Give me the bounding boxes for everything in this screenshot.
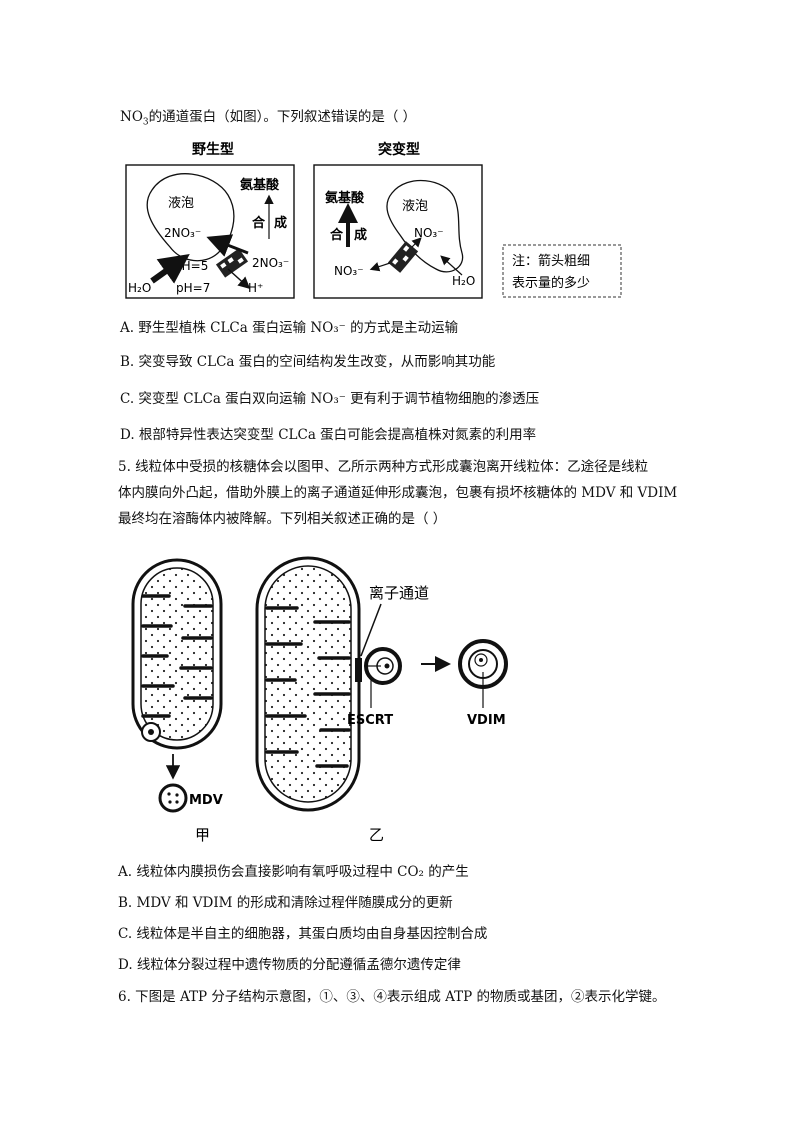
vdim-vesicle [458, 639, 508, 689]
svg-text:成: 成 [274, 215, 287, 231]
svg-text:pH=7: pH=7 [176, 281, 210, 295]
title-wild: 野生型 [192, 141, 234, 158]
svg-text:氨基酸: 氨基酸 [239, 177, 280, 193]
q4-transport-figure: 野生型 突变型 液泡 2NO₃⁻ pH=5 pH=7 H₂O 2NO₃⁻ H⁺ … [125, 141, 622, 299]
q5-option-d: D. 线粒体分裂过程中遗传物质的分配遵循孟德尔遗传定律 [118, 957, 461, 973]
q5-option-c: C. 线粒体是半自主的细胞器，其蛋白质均由自身基因控制合成 [118, 926, 488, 942]
svg-text:NO₃⁻: NO₃⁻ [334, 264, 364, 278]
q4-intro: NO3的通道蛋白（如图）。下列叙述错误的是（ ） [120, 109, 417, 128]
vdim-label: VDIM [467, 713, 506, 728]
q4-option-d: D. 根部特异性表达突变型 CLCa 蛋白可能会提高植株对氮素的利用率 [120, 427, 537, 443]
q5-mitochondria-figure: MDV 甲 离子通道 ESCRT VDIM 乙 [131, 556, 508, 844]
escrt-label: ESCRT [347, 713, 393, 728]
svg-text:2NO₃⁻: 2NO₃⁻ [252, 256, 289, 270]
q4-option-a: A. 野生型植株 CLCa 蛋白运输 NO₃⁻ 的方式是主动运输 [120, 320, 459, 336]
svg-text:表示量的多少: 表示量的多少 [512, 275, 590, 291]
svg-text:液泡: 液泡 [168, 196, 194, 211]
svg-text:合: 合 [330, 227, 344, 243]
q5-option-b: B. MDV 和 VDIM 的形成和清除过程伴随膜成分的更新 [118, 895, 453, 911]
wild-h2o-arrow [150, 254, 190, 284]
q5-option-a: A. 线粒体内膜损伤会直接影响有氧呼吸过程中 CO₂ 的产生 [118, 864, 469, 880]
mutant-vacuole [386, 179, 464, 273]
ion-channel [355, 658, 362, 682]
svg-text:2NO₃⁻: 2NO₃⁻ [164, 226, 201, 240]
svg-text:注：箭头粗细: 注：箭头粗细 [512, 253, 590, 269]
svg-text:氨基酸: 氨基酸 [324, 190, 365, 206]
svg-text:成: 成 [354, 227, 367, 243]
svg-text:H₂O: H₂O [452, 274, 475, 288]
wild-no3-arrow [206, 234, 249, 257]
mutant-no3-in-arrow [411, 237, 422, 248]
svg-text:NO₃⁻: NO₃⁻ [414, 226, 444, 240]
q6-stem: 6. 下图是 ATP 分子结构示意图，①、③、④表示组成 ATP 的物质或基团，… [118, 989, 666, 1005]
mitochondrion-yi [255, 556, 361, 812]
mutant-channel-protein [387, 241, 419, 273]
mdv-label: MDV [189, 793, 223, 808]
q4-option-b: B. 突变导致 CLCa 蛋白的空间结构发生改变，从而影响其功能 [120, 354, 496, 370]
wild-vacuole [146, 173, 235, 262]
svg-text:H₂O: H₂O [128, 281, 151, 295]
q5-stem: 5. 线粒体中受损的核糖体会以图甲、乙所示两种方式形成囊泡离开线粒体：乙途径是线… [118, 459, 678, 527]
wild-panel [125, 164, 295, 299]
mutant-panel [313, 164, 483, 299]
svg-text:H⁺: H⁺ [248, 281, 263, 295]
label-yi: 乙 [369, 826, 384, 844]
mutant-no3-out-arrow [369, 262, 391, 272]
budding-vesicle [364, 647, 402, 685]
title-mutant: 突变型 [378, 141, 420, 158]
ion-channel-label: 离子通道 [369, 584, 429, 602]
svg-text:合: 合 [252, 215, 266, 231]
ion-channel-pointer [360, 603, 382, 657]
label-jia: 甲 [195, 826, 210, 844]
svg-text:液泡: 液泡 [402, 199, 428, 214]
mitochondrion-jia [131, 558, 223, 750]
mutant-h2o-arrow [440, 255, 463, 276]
q4-option-c: C. 突变型 CLCa 蛋白双向运输 NO₃⁻ 更有利于调节植物细胞的渗透压 [120, 391, 540, 407]
mdv-vesicle [158, 783, 188, 813]
wild-channel-protein [215, 248, 249, 278]
wild-h-arrow [227, 268, 251, 290]
